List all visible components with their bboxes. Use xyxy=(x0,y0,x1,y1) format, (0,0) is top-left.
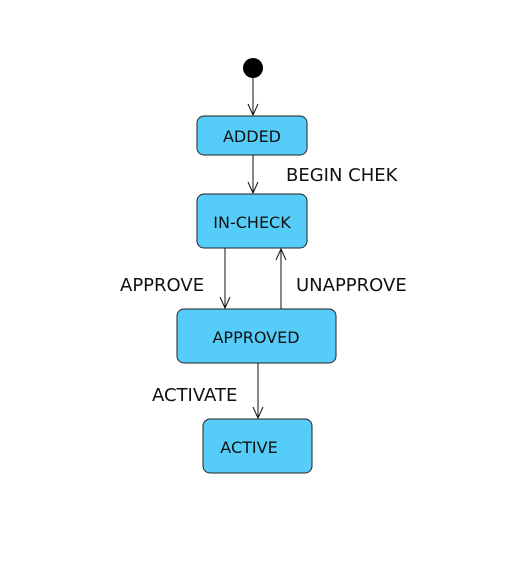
edge-added-to-in-check xyxy=(247,155,259,195)
state-approved-label: APPROVED xyxy=(212,328,299,347)
transition-label-begin-check: BEGIN CHEK xyxy=(286,165,399,186)
initial-state-node xyxy=(243,58,263,78)
state-added: ADDED xyxy=(196,115,308,156)
edge-initial-to-added xyxy=(247,78,259,117)
state-added-label: ADDED xyxy=(223,127,281,146)
state-active-label: ACTIVE xyxy=(220,438,277,457)
state-approved: APPROVED xyxy=(176,308,337,364)
edge-in-check-to-approved xyxy=(219,248,231,310)
state-in-check: IN-CHECK xyxy=(196,193,308,249)
edge-approved-to-active xyxy=(252,363,264,420)
transition-label-approve: APPROVE xyxy=(120,275,204,296)
transition-label-activate: ACTIVATE xyxy=(152,385,237,406)
edge-approved-to-in-check xyxy=(275,247,287,309)
transition-label-unapprove: UNAPPROVE xyxy=(296,275,407,296)
state-active: ACTIVE xyxy=(202,418,313,474)
state-in-check-label: IN-CHECK xyxy=(213,213,291,232)
